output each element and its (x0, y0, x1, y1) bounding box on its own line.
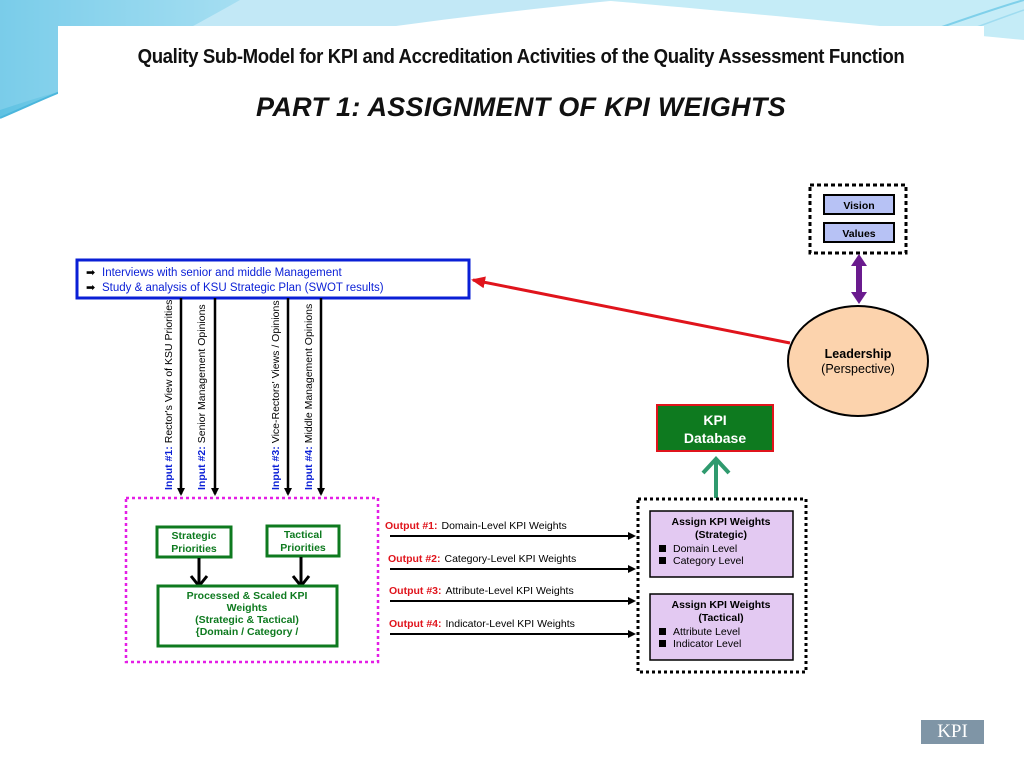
input-tag-2: Input #2: (196, 446, 208, 490)
assign-strategic-title-2: (Strategic) (695, 529, 747, 541)
input-label-2: Input #2: Senior Management Opinions (196, 304, 208, 490)
process-box: Strategic Priorities Tactical Priorities… (124, 496, 380, 664)
input-label-4: Input #4: Middle Management Opinions (303, 304, 315, 490)
kpi-badge: KPI (921, 720, 984, 744)
vision-leadership-arrow (851, 254, 867, 304)
assign-weights-group: Assign KPI Weights (Strategic) Domain Le… (636, 497, 808, 674)
leadership-node: Leadership (Perspective) (787, 305, 929, 417)
interview-arrow-bullet-1: ➡ (86, 267, 95, 279)
title-panel: Quality Sub-Model for KPI and Accreditat… (58, 26, 984, 132)
strategic-priorities-box (155, 525, 233, 559)
assign-strategic-item-2: Category Level (673, 555, 744, 567)
scaled-weights-line-1: Processed & Scaled KPI (187, 590, 308, 602)
svg-text:Input #4:Middle Management Opi: Input #4: Middle Management Opinions (303, 304, 315, 490)
output-label-2: Output #2:Category-Level KPI Weights (388, 553, 576, 565)
assign-strategic-item-1: Domain Level (673, 543, 737, 555)
leadership-sublabel: (Perspective) (821, 362, 895, 376)
input-text-2: Senior Management Opinions (196, 304, 208, 443)
output-label-4: Output #4:Indicator-Level KPI Weights (389, 618, 575, 630)
vision-box (823, 194, 895, 215)
scaled-weights-line-4: {Domain / Category / (196, 626, 299, 638)
output-label-3: Output #3:Attribute-Level KPI Weights (389, 585, 574, 597)
interview-arrow-bullet-2: ➡ (86, 282, 95, 294)
tactical-priorities-line-1: Tactical (284, 529, 322, 541)
vision-values-group: Vision Values (808, 183, 908, 255)
scaled-weights-line-3: (Strategic & Tactical) (195, 614, 299, 626)
scaled-weights-box (156, 584, 339, 648)
input-tag-3: Input #3: (270, 446, 282, 490)
input-text-4: Middle Management Opinions (303, 304, 315, 444)
svg-text:Input #3:Vice-Rectors' Views /: Input #3: Vice-Rectors' Views / Opinions (270, 300, 282, 490)
scaled-weights-line-2: Weights (227, 602, 268, 614)
assign-tactical-bullet-2 (659, 640, 666, 647)
assign-tactical-item-2: Indicator Level (673, 638, 741, 650)
input-tag-1: Input #1: (163, 446, 175, 490)
input-text-3: Vice-Rectors' Views / Opinions (270, 300, 282, 443)
kpi-database-line-2: Database (684, 430, 746, 446)
assign-tactical-title-2: (Tactical) (698, 612, 743, 624)
interview-line-1: Interviews with senior and middle Manage… (102, 267, 343, 279)
output-arrows (390, 532, 636, 638)
assign-tactical-title-1: Assign KPI Weights (672, 599, 771, 611)
left-line (0, 91, 61, 119)
assign-strategic-box (649, 510, 794, 578)
tactical-priorities-line-2: Priorities (280, 542, 326, 554)
tactical-priorities-box (265, 524, 341, 558)
leadership-to-input-arrow (471, 276, 791, 345)
kpi-database: KPI Database (656, 404, 774, 452)
strategic-priorities-line-2: Priorities (171, 543, 217, 555)
assign-strategic-bullet-1 (659, 545, 666, 552)
svg-text:Input #2:Senior Management Opi: Input #2: Senior Management Opinions (196, 304, 208, 490)
input-tag-4: Input #4: (303, 446, 315, 490)
interview-line-2: Study & analysis of KSU Strategic Plan (… (102, 282, 384, 294)
values-label: Values (842, 228, 875, 240)
input-text-1: Rector's View of KSU Priorities (163, 300, 175, 444)
assign-tactical-box (649, 593, 794, 661)
output-label-1: Output #1:Domain-Level KPI Weights (385, 520, 567, 532)
slide-title: Quality Sub-Model for KPI and Accreditat… (137, 46, 905, 68)
leadership-label: Leadership (825, 347, 892, 361)
slide-subtitle: PART 1: ASSIGNMENT OF KPI WEIGHTS (256, 92, 786, 122)
assign-to-database-arrow (701, 456, 731, 498)
values-box (823, 222, 895, 243)
assign-strategic-title-1: Assign KPI Weights (672, 516, 771, 528)
vision-label: Vision (843, 200, 874, 212)
input-label-3: Input #3: Vice-Rectors' Views / Opinions (270, 300, 282, 490)
input-arrows (177, 298, 325, 496)
top-right-swoosh (600, 0, 1024, 40)
input-label-1: Input #1: Rector's View of KSU Priorities (163, 300, 175, 490)
assign-strategic-bullet-2 (659, 557, 666, 564)
strategic-priorities-line-1: Strategic (172, 530, 217, 542)
svg-text:Input #1:Rector's View of KSU: Input #1: Rector's View of KSU Priorities (163, 300, 175, 490)
interview-box: ➡ Interviews with senior and middle Mana… (75, 258, 471, 300)
kpi-database-line-1: KPI (703, 412, 726, 428)
assign-tactical-bullet-1 (659, 628, 666, 635)
assign-tactical-item-1: Attribute Level (673, 626, 740, 638)
